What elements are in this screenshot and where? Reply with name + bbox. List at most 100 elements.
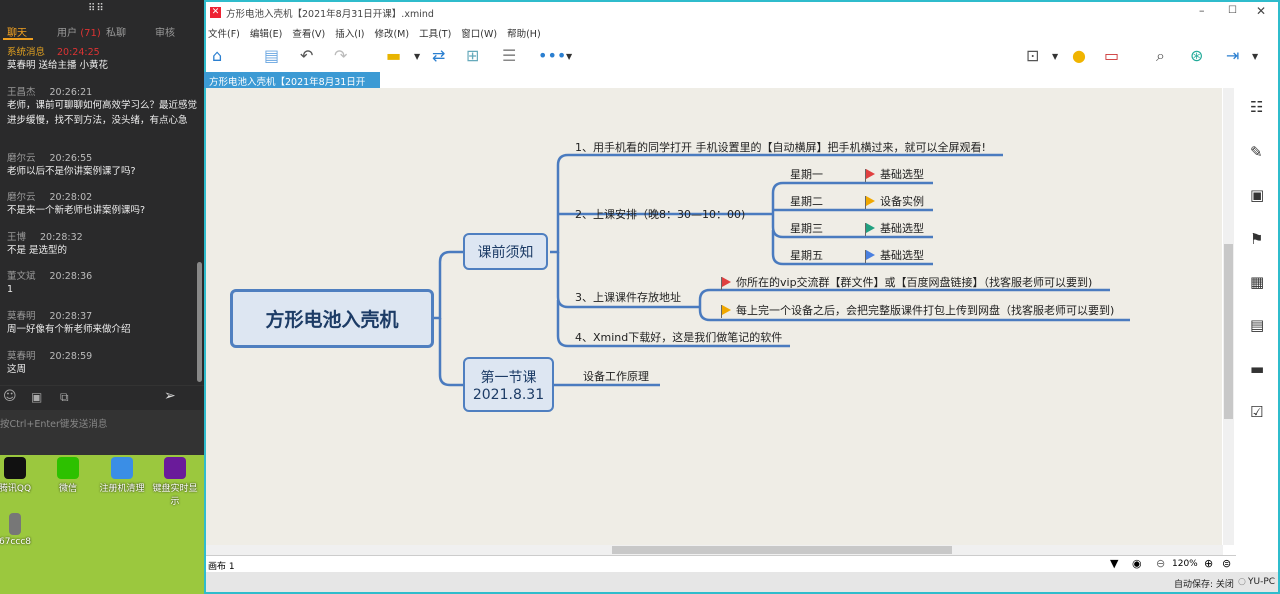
schedule-topic[interactable]: 基础选型 [865, 166, 924, 182]
icon-label: 67ccc8 [0, 537, 32, 547]
outline-icon[interactable]: ☷ [1250, 98, 1264, 116]
chevron-down-icon[interactable]: ▼ [1052, 52, 1059, 61]
schedule-topic[interactable]: 设备实例 [865, 193, 924, 209]
share-icon[interactable]: ⊛ [1190, 46, 1204, 65]
desktop-icon-qq[interactable]: 腾讯QQ [0, 457, 40, 494]
format-brush-icon[interactable]: ✎ [1250, 143, 1263, 161]
menu-insert[interactable]: 插入(I) [335, 29, 365, 40]
filter-icon[interactable]: ▼ [1110, 557, 1119, 570]
undo-icon[interactable]: ↶ [300, 46, 314, 65]
chevron-down-icon[interactable]: ▼ [1252, 52, 1259, 61]
eye-icon[interactable]: ◉ [1132, 557, 1142, 570]
sheet-tab[interactable]: 画布 1 [208, 562, 235, 572]
chat-scrollbar[interactable] [197, 262, 202, 382]
home-icon[interactable]: ⌂ [212, 46, 223, 65]
msg-text: 不是来一个新老师也讲案例课吗? [7, 205, 146, 216]
system-text: 莫春明 送给主播 小黄花 [7, 60, 109, 71]
sticker-icon[interactable]: ▦ [1250, 273, 1265, 291]
minimize-button[interactable]: – [1199, 4, 1205, 17]
menu-window[interactable]: 窗口(W) [461, 29, 498, 40]
close-button[interactable]: ✕ [1256, 4, 1267, 18]
task-icon[interactable]: ☑ [1250, 403, 1264, 421]
tab-users-label: 用户 [57, 28, 77, 39]
menu-modify[interactable]: 修改(M) [374, 29, 410, 40]
subtopic-device-principle[interactable]: 设备工作原理 [583, 370, 649, 383]
drag-handle[interactable]: ⠿⠿ [88, 3, 105, 14]
boundary-icon[interactable]: ⊞ [466, 46, 480, 65]
chat-toolbar: ☺ ▣ ⧉ ➢ [0, 385, 204, 410]
tab-chat[interactable]: 聊天 [7, 28, 27, 39]
autosave-status[interactable]: 自动保存: 关闭 [1174, 580, 1234, 590]
chevron-down-icon[interactable]: ▼ [414, 52, 421, 61]
image-icon[interactable]: ▣ [31, 390, 43, 404]
icon-label: 注册机清理 [99, 484, 145, 494]
desktop-icon-wechat[interactable]: 微信 [43, 457, 93, 494]
menu-file[interactable]: 文件(F) [208, 29, 240, 40]
desktop-icon-trash[interactable]: 67ccc8 [0, 513, 40, 547]
scroll-thumb[interactable] [1224, 244, 1233, 419]
comment-icon[interactable]: ▬ [1250, 360, 1265, 378]
zoom-out-icon[interactable]: ⊖ [1156, 557, 1166, 570]
lesson-date: 2021.8.31 [472, 386, 545, 403]
central-topic[interactable]: 方形电池入壳机 [230, 289, 434, 348]
icon-label: 腾讯QQ [0, 484, 32, 494]
tab-users[interactable]: 用户 (71) [57, 24, 101, 39]
schedule-day[interactable]: 星期二 [790, 195, 823, 208]
send-icon[interactable]: ➢ [164, 388, 176, 404]
save-icon[interactable]: ▤ [264, 46, 280, 65]
subtopic-3[interactable]: 3、上课课件存放地址 [575, 291, 681, 304]
msg-time: 20:28:36 [49, 271, 93, 282]
schedule-day[interactable]: 星期五 [790, 249, 823, 262]
subtopic-2[interactable]: 2、上课安排（晚8：30—10：00) [575, 208, 746, 221]
relationship-icon[interactable]: ⇄ [432, 46, 446, 65]
export-icon[interactable]: ⇥ [1226, 46, 1240, 65]
menu-edit[interactable]: 编辑(E) [249, 29, 283, 40]
schedule-day[interactable]: 星期一 [790, 168, 823, 181]
vertical-scrollbar[interactable] [1223, 88, 1234, 545]
subtopic-4[interactable]: 4、Xmind下载好，这是我们做笔记的软件 [575, 331, 783, 344]
menu-tools[interactable]: 工具(T) [419, 29, 452, 40]
redo-icon[interactable]: ↷ [334, 46, 348, 65]
search-icon[interactable]: ⌕ [1156, 46, 1165, 65]
chat-input[interactable]: 按Ctrl+Enter键发送消息 [0, 410, 204, 455]
menu-help[interactable]: 帮助(H) [507, 29, 541, 40]
wechat-icon [57, 457, 79, 479]
green-flag-icon [865, 223, 875, 236]
presentation-icon[interactable]: ⊡ [1026, 46, 1040, 65]
right-sidebar: ☷ ✎ ▣ ⚑ ▦ ▤ ▬ ☑ [1236, 88, 1278, 545]
blue-flag-icon [865, 250, 875, 263]
desktop-icon-registry[interactable]: 注册机清理 [97, 457, 147, 494]
scroll-thumb[interactable] [612, 546, 952, 554]
gantt-icon[interactable]: ▭ [1104, 46, 1120, 65]
menu-view[interactable]: 查看(V) [292, 29, 326, 40]
summary-icon[interactable]: ☰ [502, 46, 517, 65]
schedule-topic[interactable]: 基础选型 [865, 220, 924, 236]
storage-item[interactable]: 每上完一个设备之后，会把完整版课件打包上传到网盘（找客服老师可以要到) [721, 302, 1114, 318]
schedule-topic[interactable]: 基础选型 [865, 247, 924, 263]
maximize-button[interactable]: ☐ [1228, 5, 1237, 16]
chevron-down-icon[interactable]: ▼ [566, 52, 573, 61]
marker-flag-icon[interactable]: ⚑ [1250, 230, 1264, 248]
topic-icon[interactable]: ▬ [386, 46, 402, 65]
tab-review[interactable]: 审核 [155, 28, 175, 39]
tab-private[interactable]: 私聊 [106, 28, 126, 39]
fit-icon[interactable]: ⊜ [1222, 557, 1232, 570]
brainstorm-bulb-icon[interactable]: ● [1072, 46, 1086, 65]
more-icon[interactable]: ••• [538, 46, 567, 65]
zoom-in-icon[interactable]: ⊕ [1204, 557, 1214, 570]
subtopic-1[interactable]: 1、用手机看的同学打开 手机设置里的【自动横屏】把手机横过来，就可以全屏观看! [575, 141, 986, 154]
lesson-title: 第一节课 [480, 369, 537, 386]
notes-icon[interactable]: ▤ [1250, 316, 1265, 334]
storage-item[interactable]: 你所在的vip交流群【群文件】或【百度网盘链接】（找客服老师可以要到) [721, 274, 1092, 290]
topic-pre-class[interactable]: 课前须知 [463, 233, 548, 270]
image-icon[interactable]: ▣ [1250, 186, 1265, 204]
horizontal-scrollbar[interactable] [206, 545, 1223, 555]
msg-time: 20:28:32 [40, 232, 83, 243]
screenshot-icon[interactable]: ⧉ [60, 390, 69, 404]
emoji-icon[interactable]: ☺ [3, 389, 17, 404]
schedule-day[interactable]: 星期三 [790, 222, 823, 235]
desktop-icon-keyboard[interactable]: 键盘实时显示 [150, 457, 200, 507]
